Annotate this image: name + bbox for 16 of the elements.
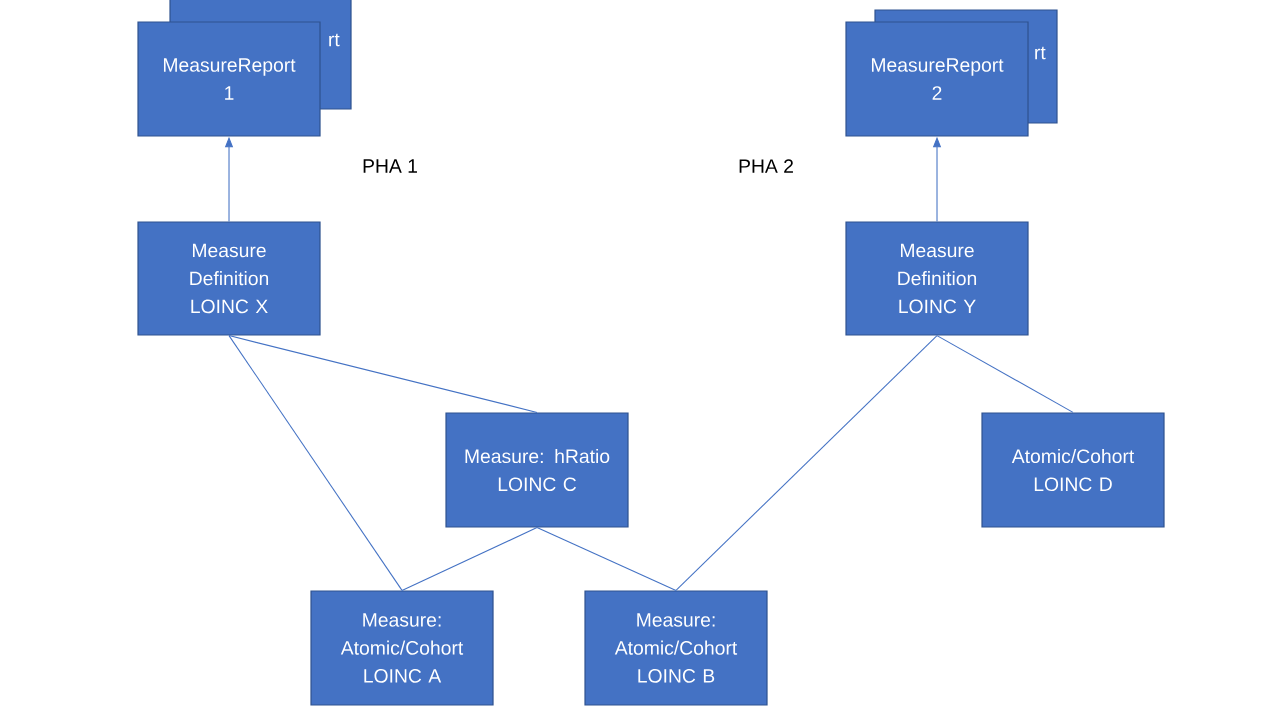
process-box: Measure Definition LOINC Y xyxy=(845,221,1029,336)
connector-line xyxy=(228,335,538,413)
process-box: MeasureReport 2 xyxy=(845,21,1029,137)
process-box: Measure: hRatio LOINC C xyxy=(445,412,629,528)
connector-line xyxy=(936,335,1074,413)
label-text: PHA 1 xyxy=(363,159,417,173)
process-box: Measure: Atomic/Cohort LOINC B xyxy=(584,590,768,706)
connector-line xyxy=(401,527,538,591)
label-text: PHA 2 xyxy=(739,159,793,173)
process-box: MeasureReport 1 xyxy=(137,21,321,137)
connector-line xyxy=(228,335,403,591)
connector-line xyxy=(675,335,938,591)
process-box: Atomic/Cohort LOINC D xyxy=(981,412,1165,528)
process-box: Measure Definition LOINC X xyxy=(137,221,321,336)
process-box: Measure: Atomic/Cohort LOINC A xyxy=(310,590,494,706)
connector-line xyxy=(536,527,677,591)
